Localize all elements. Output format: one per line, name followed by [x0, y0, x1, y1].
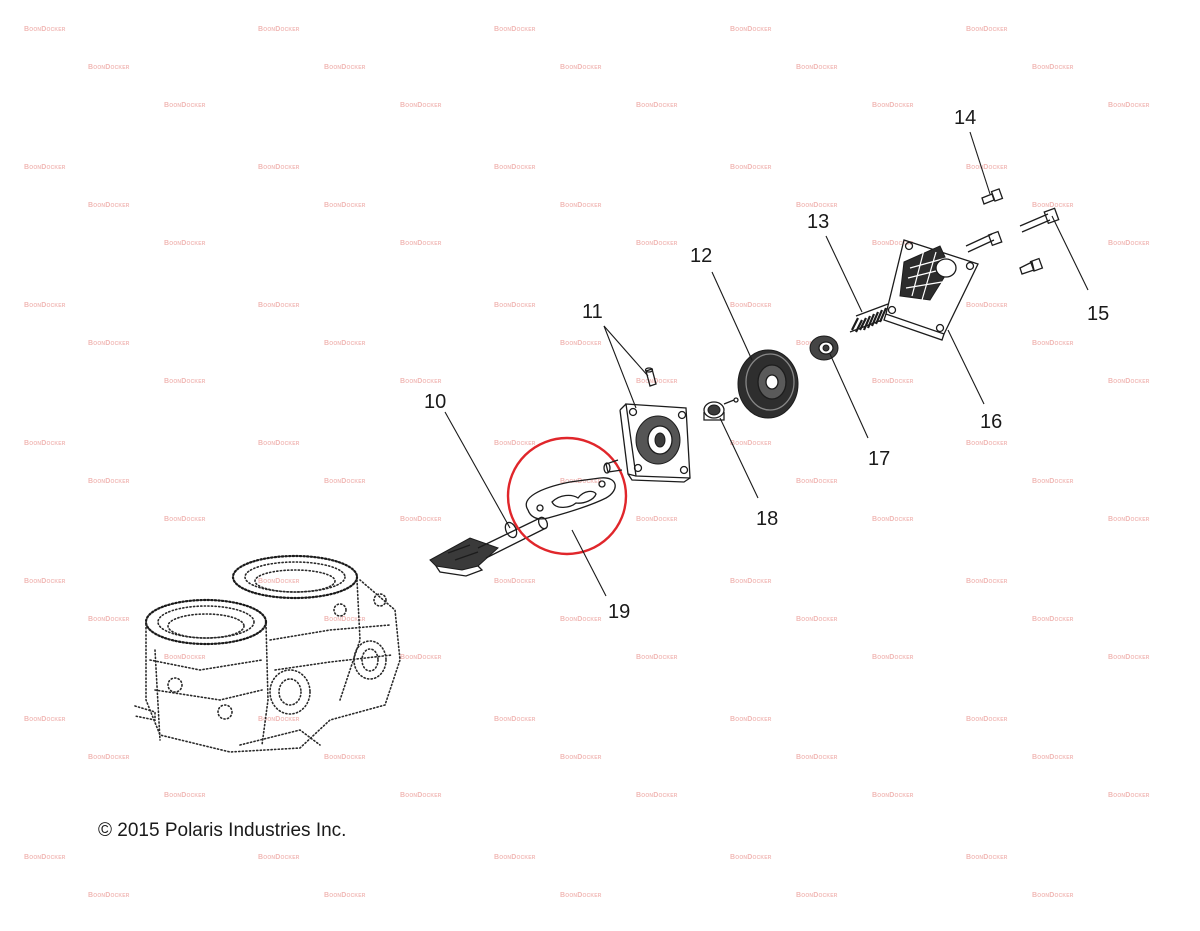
part-17-spring-cup [809, 335, 839, 361]
leader-15 [1051, 215, 1089, 291]
callout-18: 18 [756, 508, 778, 530]
leader-17 [829, 353, 869, 439]
part-14-15-bolts [965, 188, 1060, 275]
callout-17: 17 [868, 448, 890, 470]
part-12-diaphragm [737, 349, 799, 419]
leader-11b [603, 325, 649, 377]
part-10-valve-blade [429, 516, 549, 577]
callout-12: 12 [690, 245, 712, 267]
leader-14 [969, 131, 991, 195]
part-18-retainer [703, 397, 739, 421]
callout-16: 16 [980, 411, 1002, 433]
part-13-spring [849, 303, 889, 333]
callout-10: 10 [424, 391, 446, 413]
part-11-valve-housing [603, 367, 691, 483]
copyright-notice: © 2015 Polaris Industries Inc. [98, 820, 347, 841]
callout-19: 19 [608, 601, 630, 623]
callout-14: 14 [954, 107, 976, 129]
leader-13 [825, 235, 863, 313]
leader-12 [711, 271, 753, 361]
part-19-gasket [525, 477, 616, 520]
callout-15: 15 [1087, 303, 1109, 325]
callout-13: 13 [807, 211, 829, 233]
leader-10 [444, 411, 511, 529]
leader-19 [571, 529, 607, 597]
part-16-valve-cover [883, 239, 979, 341]
leader-lines [444, 131, 1089, 597]
leader-16 [947, 329, 985, 405]
callout-11: 11 [582, 301, 603, 323]
callout-labels: 10 11 12 13 14 15 16 17 18 19 [424, 107, 1109, 623]
highlight-circle [506, 436, 628, 556]
cylinder-block-illustration [134, 554, 401, 753]
leader-18 [719, 417, 759, 499]
leader-11a [603, 325, 637, 409]
